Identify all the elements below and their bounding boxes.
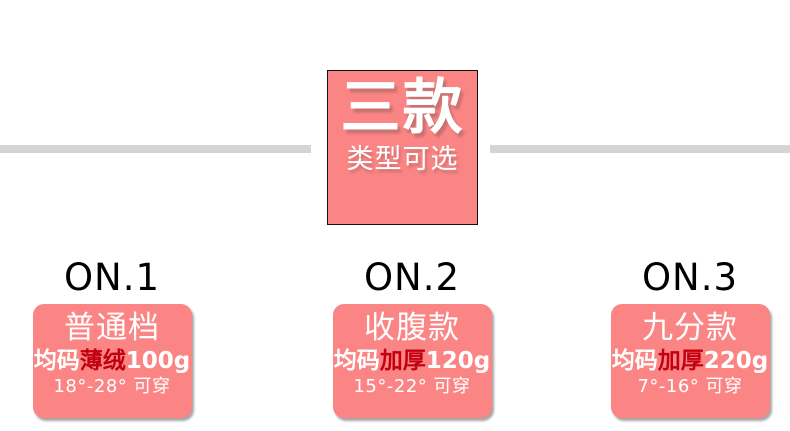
option-spec-highlight-2: 加厚 [379,348,426,374]
divider-right [490,145,790,153]
option-spec-highlight-3: 加厚 [657,348,704,374]
option-spec-3: 均码加厚220g [612,347,768,375]
option-title-2: 收腹款 [364,310,460,346]
option-temperature-1: 18°-28° 可穿 [53,376,171,397]
option-spec-suffix-1: 100g [125,348,191,374]
option-spec-2: 均码加厚120g [334,347,490,375]
option-card-2[interactable]: 收腹款 均码加厚120g 15°-22° 可穿 [332,304,492,418]
option-temperature-2: 15°-22° 可穿 [353,376,471,397]
option-title-3: 九分款 [642,310,738,346]
hero-subtitle: 类型可选 [346,143,459,175]
option-label-3: ON.3 [641,256,739,299]
divider-left [0,145,311,153]
option-spec-suffix-3: 220g [703,348,769,374]
option-spec-highlight-1: 薄绒 [79,348,126,374]
hero-title: 三款 [340,73,465,143]
option-label-2: ON.2 [363,256,461,299]
option-spec-1: 均码薄绒100g [34,347,190,375]
option-title-1: 普通档 [64,310,160,346]
option-spec-prefix-1: 均码 [33,348,80,374]
option-spec-prefix-3: 均码 [611,348,658,374]
option-column-2[interactable]: ON.2 收腹款 均码加厚120g 15°-22° 可穿 [319,258,505,418]
option-spec-suffix-2: 120g [425,348,491,374]
option-spec-prefix-2: 均码 [333,348,380,374]
option-temperature-3: 7°-16° 可穿 [637,376,743,397]
option-card-1[interactable]: 普通档 均码薄绒100g 18°-28° 可穿 [32,304,192,418]
option-column-1[interactable]: ON.1 普通档 均码薄绒100g 18°-28° 可穿 [19,258,205,418]
option-card-3[interactable]: 九分款 均码加厚220g 7°-16° 可穿 [610,304,770,418]
hero-badge: 三款 类型可选 [327,70,478,225]
option-label-1: ON.1 [63,256,161,299]
option-column-3[interactable]: ON.3 九分款 均码加厚220g 7°-16° 可穿 [597,258,783,418]
